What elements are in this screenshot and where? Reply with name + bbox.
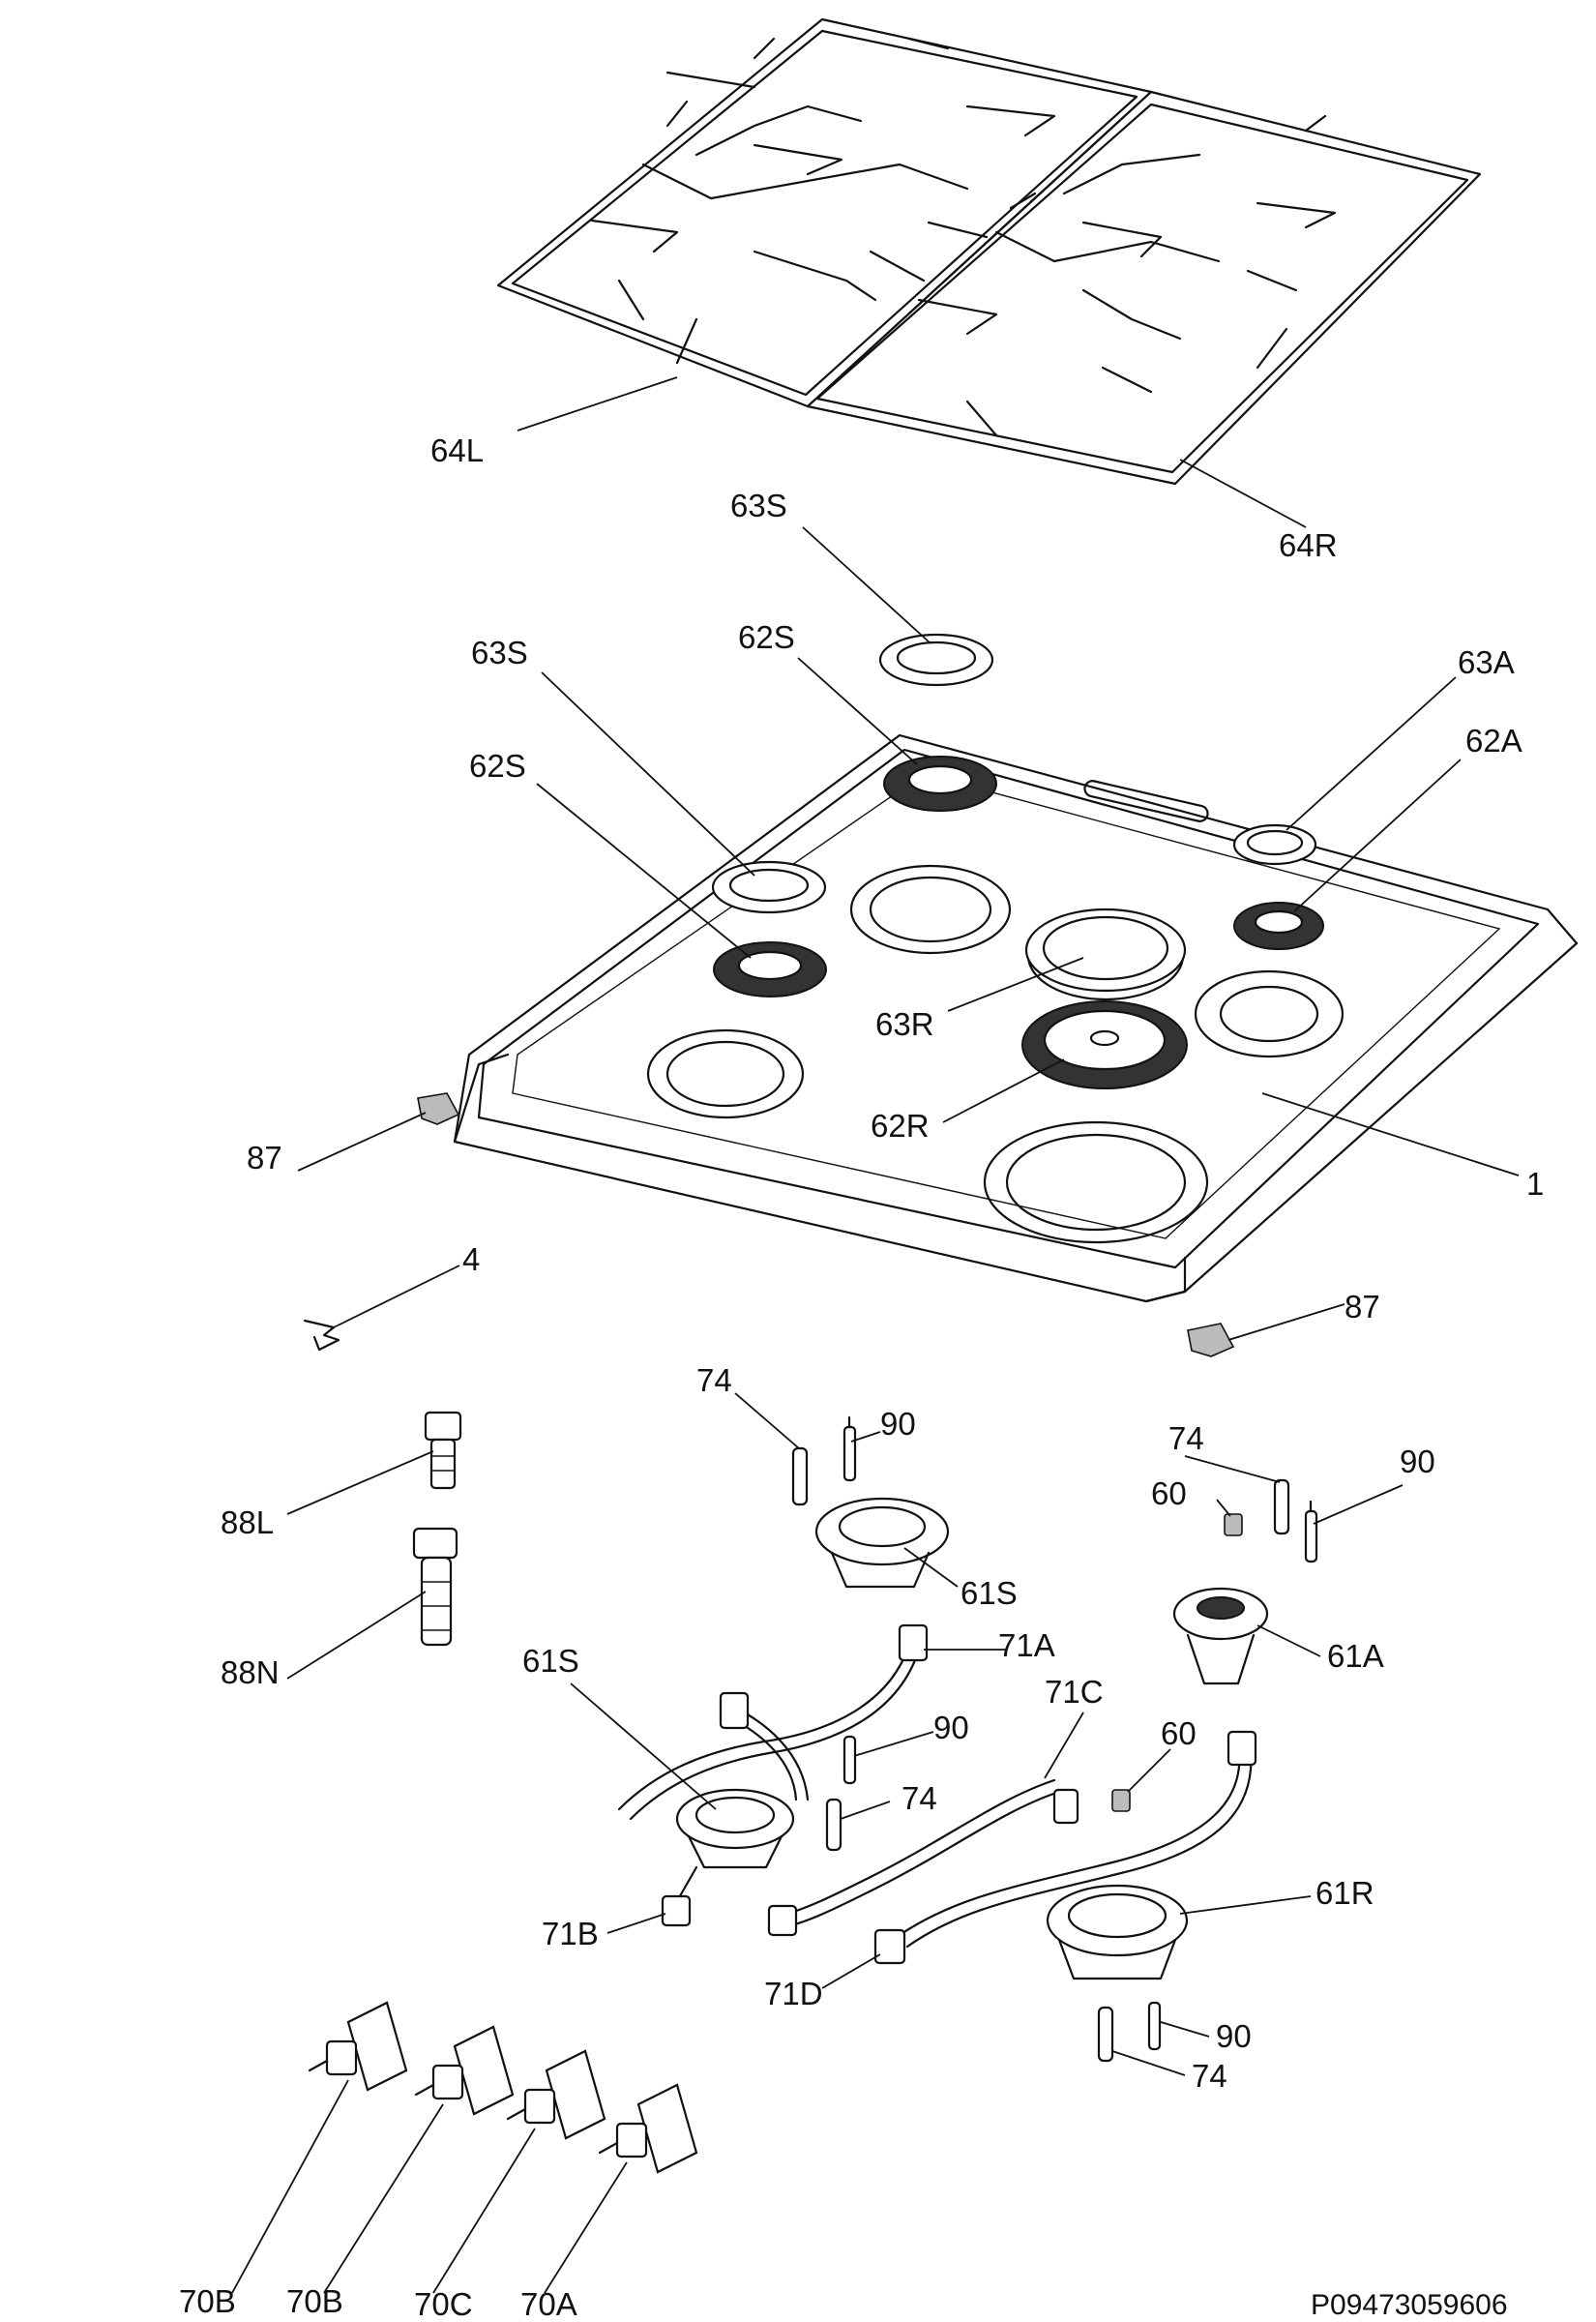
injector-88n: [412, 1527, 458, 1647]
callout-4: 4: [462, 1241, 480, 1277]
thermocouple-74-c: [825, 1798, 842, 1852]
callout-60-b: 60: [1161, 1715, 1197, 1751]
callout-87-right: 87: [1345, 1289, 1380, 1325]
callout-64r: 64R: [1279, 527, 1338, 563]
callout-labels: 64L 64R 63S 62S 63S 62S 63A 62A 63R 62R …: [179, 432, 1544, 2322]
injector-88l: [424, 1411, 462, 1490]
callout-71a: 71A: [998, 1627, 1055, 1663]
burner-base-61a: [1172, 1587, 1269, 1685]
gas-tap-70c: [506, 2049, 606, 2140]
burner-base-61s-b: [675, 1788, 795, 1869]
callout-64l: 64L: [430, 432, 484, 468]
callout-70b-1: 70B: [179, 2283, 236, 2319]
callout-63r: 63R: [875, 1006, 934, 1042]
electrode-90-b: [1304, 1500, 1318, 1563]
thermocouple-74-d: [1097, 2006, 1114, 2063]
burner-base-61r: [1046, 1884, 1189, 1980]
burner-cap-63s-top: [878, 633, 994, 687]
callout-71b: 71B: [542, 1916, 599, 1951]
electrode-90-c: [842, 1735, 857, 1785]
electrode-90-a: [842, 1415, 857, 1482]
hob-top-panel: [453, 733, 1579, 1303]
spring-clip-4: [303, 1319, 340, 1352]
gas-tap-70b-1: [308, 2001, 408, 2092]
burner-cap-63r: [1024, 908, 1187, 993]
callout-90-d: 90: [1216, 2018, 1252, 2054]
callout-62s-left: 62S: [469, 748, 526, 784]
nut-60-a: [1224, 1513, 1243, 1536]
gas-tap-70a: [598, 2083, 698, 2174]
leader-lines: [231, 376, 1520, 2294]
callout-60-a: 60: [1151, 1475, 1187, 1511]
gas-pipe-71d: [873, 1730, 1257, 1965]
gas-pipe-71b: [661, 1691, 810, 1927]
burner-crown-62s-top: [883, 756, 997, 812]
burner-cap-63s-left: [711, 860, 827, 914]
burner-base-61s-a: [814, 1497, 950, 1589]
callout-88l: 88L: [221, 1504, 274, 1540]
burner-crown-62r: [1021, 1000, 1188, 1089]
drawing-code: P09473059606: [1311, 2289, 1508, 2321]
callout-70c: 70C: [414, 2286, 473, 2322]
callout-70b-2: 70B: [286, 2283, 343, 2319]
callout-90-b: 90: [1400, 1444, 1435, 1479]
gas-pipe-71c: [767, 1778, 1079, 1937]
callout-61r: 61R: [1315, 1875, 1374, 1911]
callout-62r: 62R: [871, 1108, 930, 1144]
clip-87-left: [417, 1092, 460, 1125]
callout-90-c: 90: [933, 1710, 969, 1745]
callout-63a: 63A: [1458, 644, 1515, 680]
thermocouple-74-b: [1273, 1478, 1290, 1535]
callout-74-c: 74: [901, 1780, 937, 1816]
callout-61s-b: 61S: [522, 1643, 579, 1679]
burner-crown-62a: [1233, 902, 1324, 950]
callout-71d: 71D: [764, 1976, 823, 2011]
pan-support-right: [806, 90, 1482, 486]
callout-61s-a: 61S: [961, 1575, 1018, 1611]
callout-90-a: 90: [880, 1406, 916, 1442]
burner-cap-63a: [1232, 823, 1317, 866]
callout-63s-left: 63S: [471, 635, 528, 670]
clip-87-right: [1187, 1323, 1235, 1357]
gas-pipe-71a: [617, 1623, 929, 1821]
callout-63s-top: 63S: [730, 488, 787, 523]
callout-88n: 88N: [221, 1654, 280, 1690]
callout-87-left: 87: [247, 1140, 282, 1176]
callout-62a: 62A: [1465, 723, 1522, 759]
gas-tap-70b-2: [414, 2025, 515, 2116]
callout-1: 1: [1526, 1166, 1544, 1202]
callout-70a: 70A: [520, 2286, 577, 2322]
pan-support-left: [496, 17, 1153, 408]
thermocouple-74-a: [791, 1446, 809, 1506]
callout-61a: 61A: [1327, 1638, 1384, 1674]
callout-62s-top: 62S: [738, 619, 795, 655]
callout-74-b: 74: [1168, 1420, 1204, 1456]
nut-60-b: [1111, 1789, 1131, 1812]
callout-71c: 71C: [1045, 1674, 1104, 1710]
callout-74-d: 74: [1192, 2058, 1227, 2094]
electrode-90-d: [1147, 2001, 1162, 2051]
burner-crown-62s-left: [713, 941, 827, 997]
callout-74-a: 74: [696, 1362, 732, 1398]
